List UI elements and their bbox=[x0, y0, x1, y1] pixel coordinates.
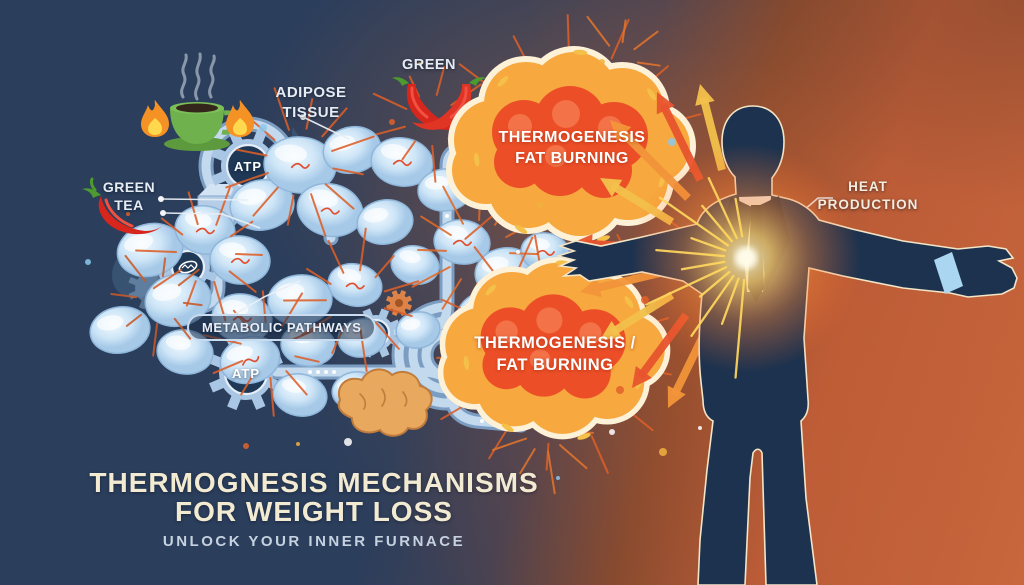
cloud-top-line2: FAT BURNING bbox=[515, 150, 629, 168]
shirt-cuff bbox=[934, 252, 963, 294]
fat-cell-icon bbox=[219, 335, 281, 385]
thermogenesis-cloud-top-label: THERMOGENESIS FAT BURNING bbox=[478, 127, 666, 169]
heat-production-label: HEAT PRODUCTION bbox=[810, 178, 926, 213]
fat-cell-icon bbox=[209, 235, 271, 285]
fat-cell-icon bbox=[272, 373, 328, 417]
steam-icon bbox=[180, 52, 216, 101]
fat-cell-icon bbox=[116, 222, 184, 278]
metabolic-pathways-label: METABOLIC PATHWAYS bbox=[187, 314, 377, 341]
ginger-root-icon bbox=[337, 368, 433, 437]
subtitle: UNLOCK YOUR INNER FURNACE bbox=[162, 533, 466, 551]
sparkle-dots bbox=[85, 59, 702, 480]
adipose-tissue-label: ADIPOSE TISSUE bbox=[258, 83, 364, 122]
green-pepper-label: GREEN bbox=[401, 57, 457, 73]
fat-cell-icon bbox=[296, 182, 364, 238]
title-line1: THERMOGNESIS MECHANISMS bbox=[89, 467, 539, 498]
atp-label-bottom: ATP bbox=[231, 366, 261, 381]
adipose-tissue-line2: TISSUE bbox=[282, 103, 340, 121]
title-line2: FOR WEIGHT LOSS bbox=[175, 495, 453, 527]
cloud-top-line1: THERMOGENESIS bbox=[498, 129, 646, 146]
adipose-tissue-line1: ADIPOSE bbox=[275, 84, 347, 101]
thermogenesis-cloud-bottom-label: THERMOGENESIS / FAT BURNING bbox=[458, 333, 652, 377]
green-tea-cup-icon bbox=[164, 52, 239, 151]
fat-cell-icon bbox=[395, 311, 441, 349]
fat-cell-icon bbox=[89, 306, 151, 354]
explosion-cloud-bottom bbox=[437, 257, 671, 440]
heat-line2: PRODUCTION bbox=[817, 196, 919, 212]
green-tea-line1: GREEN bbox=[102, 179, 156, 195]
fat-cell-icon bbox=[263, 136, 337, 194]
fat-cell-icon bbox=[356, 199, 414, 245]
fat-cell-icon bbox=[370, 137, 434, 187]
heat-glow-icon bbox=[631, 143, 861, 379]
heat-line1: HEAT bbox=[848, 179, 888, 194]
green-tea-line2: TEA bbox=[114, 197, 144, 214]
cloud-bottom-line1: THERMOGENESIS / bbox=[474, 334, 636, 352]
fat-cell-icon bbox=[327, 262, 383, 308]
green-tea-label: GREEN TEA bbox=[94, 178, 164, 214]
main-title-block: THERMOGNESIS MECHANISMS FOR WEIGHT LOSS … bbox=[40, 467, 588, 551]
flame-icon bbox=[141, 100, 254, 137]
atp-label-top: ATP bbox=[233, 159, 263, 174]
cloud-bottom-line2: FAT BURNING bbox=[496, 355, 614, 374]
